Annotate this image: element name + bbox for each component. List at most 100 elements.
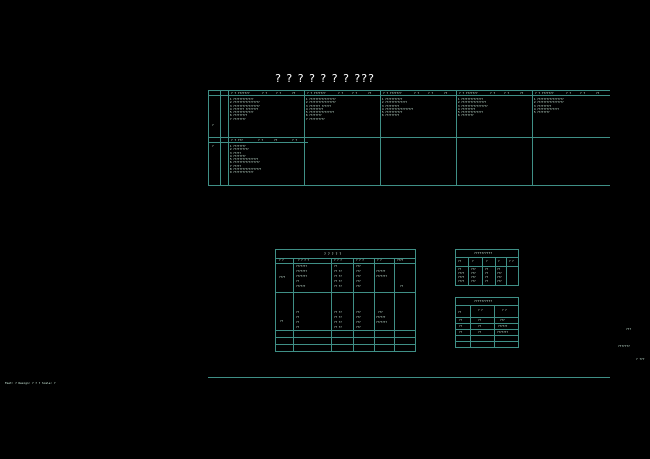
main-a-r4c1: ?? ?? bbox=[334, 285, 342, 288]
block2-sub2: ?? bbox=[274, 138, 278, 142]
rt1-r0c2: ?? bbox=[485, 268, 489, 271]
right-note-3: ? ??? bbox=[636, 357, 645, 361]
main-b-r3c2: ??? bbox=[356, 326, 361, 329]
main-h5: ???? bbox=[397, 259, 404, 262]
footer-note: Foot: ? Design: ? ? ? Scale: ? bbox=[5, 381, 56, 385]
main-header-line bbox=[276, 263, 415, 264]
main-v1 bbox=[293, 258, 294, 351]
main-h4: ? ? bbox=[377, 259, 382, 262]
rt2-row-line-1 bbox=[456, 323, 518, 324]
grid-mid-line bbox=[208, 137, 610, 138]
rt2-title: ?????????? bbox=[474, 299, 493, 303]
rt1-h0: ?? bbox=[458, 260, 462, 263]
rt2-r2c1: ?? bbox=[478, 331, 482, 334]
right-note-2: ??????? bbox=[618, 344, 630, 348]
col2-lines: 1 ?????????????????2 ?????????????????3 … bbox=[306, 98, 336, 121]
grid-bottom-line bbox=[208, 185, 610, 186]
rt2-r0c0: ?? bbox=[459, 319, 463, 322]
rt1-r1c1: ??? bbox=[471, 272, 476, 275]
main-h1: ? ? ? ? bbox=[298, 259, 309, 262]
right-table-2: ?????????? ?? ? ? ? ? ?? ?? ??? ?? ?? ??… bbox=[455, 297, 519, 348]
grid-header-line bbox=[208, 95, 610, 96]
block2-header: ? ? ??? bbox=[231, 138, 243, 142]
main-a-r1c3: ?????? bbox=[376, 270, 386, 273]
main-h2: ? ? ? bbox=[334, 259, 342, 262]
grid-col-divider-4 bbox=[532, 90, 533, 185]
main-a-r2c3: ??????? bbox=[376, 275, 387, 278]
main-group-a: ???? bbox=[279, 276, 286, 279]
main-a-r3c2: ??? bbox=[356, 280, 361, 283]
row-label-b: ? bbox=[212, 144, 214, 148]
col3-sub2: ? ? bbox=[428, 91, 434, 95]
col4-sub3: ?? bbox=[520, 91, 524, 95]
rt2-r1c1: ?? bbox=[478, 325, 482, 328]
col5-header: ? ? ??????? bbox=[535, 91, 554, 95]
main-table: ? ? ? ? ? ? ? ? ? ? ? ? ? ? ? ? ? ? ? ??… bbox=[275, 249, 416, 352]
main-b-r0c0: ?? bbox=[296, 311, 300, 314]
col5-sub1: ? ? bbox=[566, 91, 572, 95]
rt1-r1c2: ?? bbox=[485, 272, 489, 275]
col4-lines: 1 ??????????????2 ????????????????3 ????… bbox=[458, 98, 488, 118]
rt1-v1 bbox=[468, 257, 469, 285]
rt1-r2c0: ???? bbox=[458, 276, 465, 279]
rt1-r2c3: ??? bbox=[497, 276, 502, 279]
rt2-r1c0: ?? bbox=[459, 325, 463, 328]
row-label-a: ? bbox=[212, 123, 214, 127]
col2-sub2: ? ? bbox=[352, 91, 358, 95]
main-v5 bbox=[394, 258, 395, 351]
col5-sub2: ? ? bbox=[580, 91, 586, 95]
rt1-v4 bbox=[506, 257, 507, 285]
rt1-r1c0: ???? bbox=[458, 272, 465, 275]
main-v2 bbox=[331, 258, 332, 351]
col3-sub3: ?? bbox=[444, 91, 448, 95]
main-group-divider bbox=[276, 292, 415, 293]
main-a-r0c1: ?? bbox=[334, 265, 338, 268]
rt1-r0c3: ?? bbox=[497, 268, 501, 271]
main-a-r3c1: ?? ?? bbox=[334, 280, 342, 283]
rt2-v1 bbox=[470, 305, 471, 347]
grid-top-line bbox=[208, 90, 610, 91]
rt1-r3c0: ???? bbox=[458, 280, 465, 283]
grid-col-divider-2 bbox=[380, 90, 381, 185]
col2-header: ? ? ??????? bbox=[307, 91, 326, 95]
main-b-r1c1: ?? ?? bbox=[334, 316, 342, 319]
col1-sub3: ?? bbox=[292, 91, 296, 95]
rt1-r3c2: ?? bbox=[485, 280, 489, 283]
col1-header: ? ? ??????? bbox=[231, 91, 250, 95]
rt1-header-line bbox=[456, 266, 518, 267]
main-rowline-a bbox=[276, 330, 415, 331]
main-table-title: ? ? ? ? ? bbox=[324, 252, 342, 256]
main-a-r1c0: ??????? bbox=[296, 270, 307, 273]
rt1-h2: ? bbox=[486, 260, 488, 263]
main-rowline-b bbox=[276, 337, 415, 338]
rt2-title-line bbox=[456, 305, 518, 306]
block2-sub3: ? ? bbox=[292, 138, 298, 142]
col3-lines: 1 ???????????2 ??????????????3 ?????????… bbox=[382, 98, 414, 118]
main-b-r2c3: ??????? bbox=[376, 321, 387, 324]
rt2-row-line-3 bbox=[456, 335, 518, 336]
rt1-h4: ? ? bbox=[509, 260, 514, 263]
grid-col-divider-1 bbox=[304, 90, 305, 185]
col5-lines: 1 ?????????????????2 ?????????????????3 … bbox=[534, 98, 564, 115]
main-b-r1c0: ?? bbox=[296, 316, 300, 319]
rt1-v2 bbox=[482, 257, 483, 285]
main-b-r0c3: ??? bbox=[378, 311, 383, 314]
rt2-r2c0: ?? bbox=[459, 331, 463, 334]
col1-sub1: ? ? bbox=[262, 91, 268, 95]
main-a-r2c0: ??????? bbox=[296, 275, 307, 278]
col2-sub3: ?? bbox=[368, 91, 372, 95]
main-a-r2c2: ??? bbox=[356, 275, 361, 278]
col4-header: ? ? ??????? bbox=[459, 91, 478, 95]
right-table-1: ?????????? ?? ? ? ? ? ? ?? ??? ?? ?? ???… bbox=[455, 249, 519, 286]
main-b-r0c1: ?? ?? bbox=[334, 311, 342, 314]
main-a-r4c2: ??? bbox=[356, 285, 361, 288]
main-a-r1c1: ?? ?? bbox=[334, 270, 342, 273]
col2-sub1: ? ? bbox=[338, 91, 344, 95]
rt1-title-line bbox=[456, 257, 518, 258]
main-b-r3c1: ?? ?? bbox=[334, 326, 342, 329]
main-b-r0c2: ??? bbox=[356, 311, 361, 314]
main-a-r0c2: ??? bbox=[356, 265, 361, 268]
main-a-r3c0: ?? bbox=[296, 280, 300, 283]
grid-col-divider-3 bbox=[456, 90, 457, 185]
col5-sub3: ?? bbox=[596, 91, 600, 95]
